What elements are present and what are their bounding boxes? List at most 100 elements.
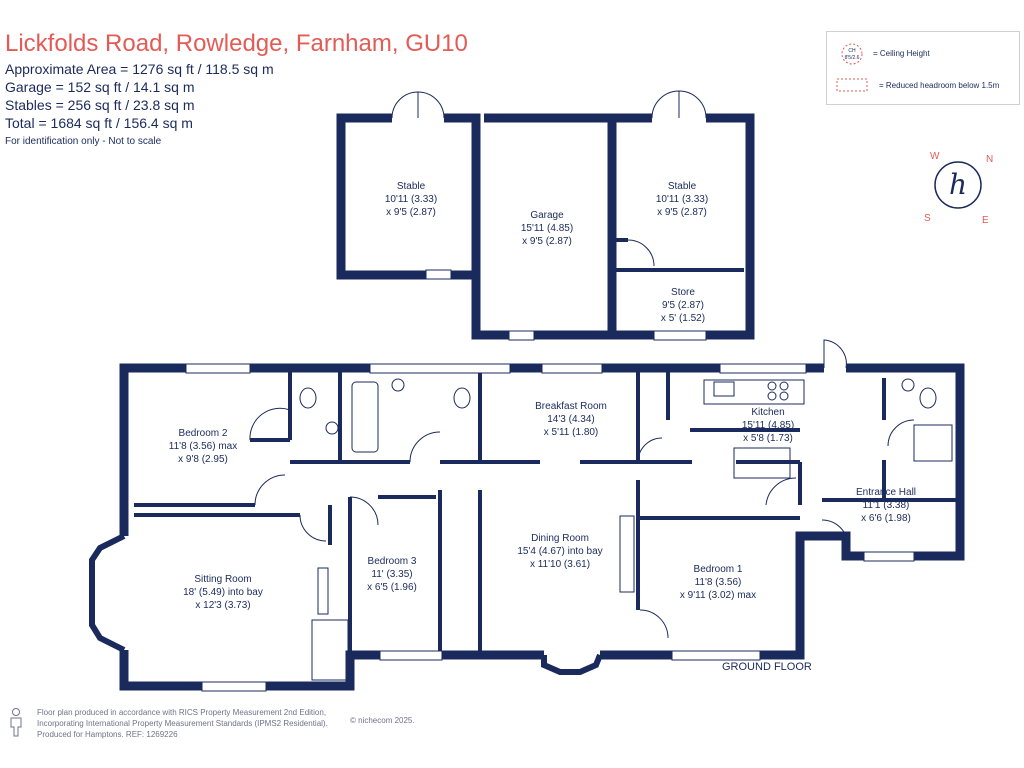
footer-line-1: Floor plan produced in accordance with R… bbox=[37, 708, 327, 717]
room-dim1: 14'3 (4.34) bbox=[547, 414, 595, 425]
footer-line-3: Produced for Hamptons. REF: 1269226 bbox=[37, 730, 178, 739]
legend-symbols: CH 8'5/2.6 bbox=[836, 43, 868, 92]
entrance-door bbox=[765, 477, 797, 506]
room-labels: Stable 10'11 (3.33) x 9'5 (2.87) Garage … bbox=[169, 181, 916, 611]
room-dim2: x 9'11 (3.02) max bbox=[680, 590, 756, 601]
area-line-total: Total = 1684 sq ft / 156.4 sq m bbox=[5, 115, 193, 131]
legend-reduced-headroom: = Reduced headroom below 1.5m bbox=[879, 81, 1000, 90]
ceiling-height-symbol-icon bbox=[841, 43, 863, 65]
ceiling-badge-line1: CH bbox=[848, 48, 856, 54]
room-dim1: 15'11 (4.85) bbox=[521, 223, 573, 234]
compass-e: E bbox=[982, 215, 989, 226]
stable-left-door-a bbox=[391, 91, 419, 119]
toilet-icon-2 bbox=[453, 387, 471, 409]
bedroom3-door bbox=[349, 496, 379, 526]
basin-icon bbox=[391, 378, 405, 392]
room-name: Dining Room bbox=[531, 533, 589, 544]
kitchen-door bbox=[637, 437, 663, 463]
legend-box: CH 8'5/2.6 = Ceiling Height = Reduced he… bbox=[826, 31, 1020, 105]
room-name: Entrance Hall bbox=[856, 487, 916, 498]
bath-walls bbox=[290, 372, 692, 464]
kitchen-counter bbox=[703, 379, 805, 405]
compass-logo: h W N S E bbox=[916, 143, 1000, 227]
basin-icon-2 bbox=[325, 421, 339, 435]
hob-ring-icon-3 bbox=[767, 391, 777, 401]
kitchen-walls bbox=[666, 372, 960, 505]
sitting-walls bbox=[134, 495, 436, 655]
room-dim2: x 9'8 (2.95) bbox=[178, 454, 228, 465]
hall-walls bbox=[438, 372, 482, 655]
room-name: Stable bbox=[668, 181, 697, 192]
room-dim1: 18' (5.49) into bay bbox=[183, 587, 263, 598]
front-door bbox=[821, 519, 849, 547]
windows bbox=[185, 269, 915, 692]
dining-walls bbox=[636, 372, 800, 610]
compass-icon: h W N S E bbox=[924, 151, 993, 226]
room-dim2: x 9'5 (2.87) bbox=[657, 207, 707, 218]
room-name: Garage bbox=[530, 210, 564, 221]
property-title: Lickfolds Road, Rowledge, Farnham, GU10 bbox=[5, 30, 468, 57]
room-dim2: x 5' (1.52) bbox=[661, 313, 705, 324]
sink-icon bbox=[713, 381, 735, 397]
compass-logo-letter: h bbox=[949, 168, 967, 201]
room-name: Bedroom 3 bbox=[368, 556, 417, 567]
sitting-door-2 bbox=[299, 514, 327, 542]
stable-right-door-b bbox=[678, 90, 707, 119]
fixtures bbox=[299, 378, 953, 681]
stable-right-walls bbox=[607, 113, 755, 340]
room-dim1: 11' (3.35) bbox=[371, 569, 412, 580]
room-dim1: 9'5 (2.87) bbox=[662, 300, 704, 311]
area-summary: Approximate Area = 1276 sq ft / 118.5 sq… bbox=[5, 60, 274, 132]
footer-line-2: Incorporating International Property Mea… bbox=[37, 719, 328, 728]
window-bedroom3 bbox=[379, 650, 443, 661]
toilet-icon bbox=[299, 387, 317, 409]
doors bbox=[249, 90, 915, 639]
footer-notes: Floor plan produced in accordance with R… bbox=[37, 707, 328, 740]
sitting-cupboard bbox=[311, 619, 349, 681]
kitchen-island bbox=[733, 447, 791, 479]
store-door bbox=[627, 239, 655, 267]
room-dim2: x 9'5 (2.87) bbox=[522, 236, 572, 247]
window-bedroom1 bbox=[671, 650, 761, 661]
stable-right-door-a bbox=[651, 90, 680, 119]
room-dim1: 10'11 (3.33) bbox=[656, 194, 708, 205]
room-dim2: x 5'11 (1.80) bbox=[544, 427, 599, 438]
area-line-stables: Stables = 256 sq ft / 23.8 sq m bbox=[5, 97, 195, 113]
toilet-icon-3 bbox=[919, 387, 937, 409]
room-dim1: 15'4 (4.67) into bay bbox=[517, 546, 602, 557]
hob-ring-icon-2 bbox=[779, 381, 789, 391]
bedroom2-walls bbox=[134, 372, 292, 507]
shower-door bbox=[887, 419, 915, 447]
sitting-bay bbox=[89, 533, 126, 653]
dining-bay bbox=[541, 653, 603, 675]
window-kitchen bbox=[719, 363, 807, 374]
room-dim2: x 6'6 (1.98) bbox=[861, 513, 911, 524]
room-dim2: x 9'5 (2.87) bbox=[386, 207, 436, 218]
legend-ceiling-height: = Ceiling Height bbox=[873, 49, 930, 58]
compass-n: N bbox=[986, 154, 993, 165]
area-line-garage: Garage = 152 sq ft / 14.1 sq m bbox=[5, 79, 195, 95]
kitchen-back-door bbox=[823, 339, 847, 369]
window-sitting bbox=[201, 681, 267, 692]
identification-note: For identification only - Not to scale bbox=[5, 136, 162, 147]
person-scale-icon bbox=[10, 708, 22, 737]
fireplace-dining bbox=[619, 515, 635, 593]
room-name: Kitchen bbox=[751, 407, 784, 418]
room-dim1: 10'11 (3.33) bbox=[385, 194, 437, 205]
hob-ring-icon-4 bbox=[779, 391, 789, 401]
hob-ring-icon bbox=[767, 381, 777, 391]
room-name: Breakfast Room bbox=[535, 401, 607, 412]
bay-windows bbox=[89, 533, 603, 675]
room-name: Bedroom 1 bbox=[694, 564, 743, 575]
room-dim1: 11'8 (3.56) max bbox=[169, 441, 237, 452]
room-dim2: x 11'10 (3.61) bbox=[530, 559, 590, 570]
main-house-walls bbox=[119, 363, 965, 691]
bedroom2-door bbox=[249, 407, 291, 441]
room-name: Stable bbox=[397, 181, 426, 192]
area-line-approx: Approximate Area = 1276 sq ft / 118.5 sq… bbox=[5, 61, 274, 77]
window-garage bbox=[508, 330, 535, 341]
shower-tray-icon bbox=[913, 424, 953, 462]
room-dim1: 15'11 (4.85) bbox=[742, 420, 794, 431]
stable-left-door-b bbox=[417, 91, 445, 119]
